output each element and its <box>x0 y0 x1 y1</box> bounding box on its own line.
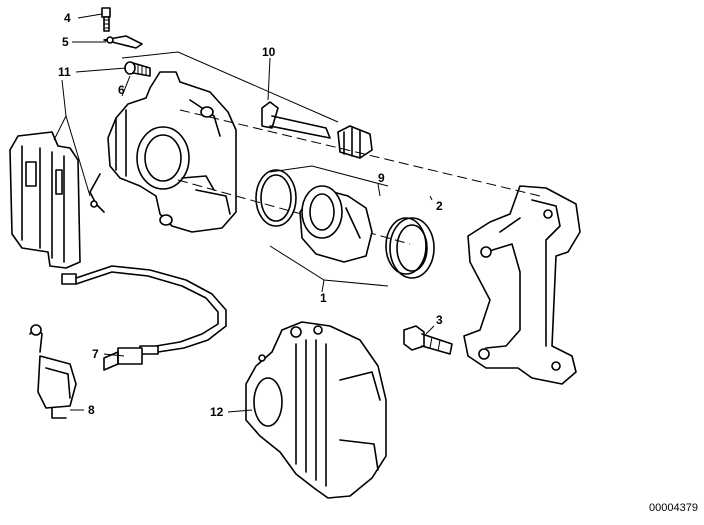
callout-9: 9 <box>378 171 385 185</box>
caliper-assembly <box>245 321 387 499</box>
guide-pin-assembly <box>261 101 373 159</box>
callout-8: 8 <box>88 403 95 417</box>
callout-3: 3 <box>436 313 443 327</box>
callout-7: 7 <box>92 347 99 361</box>
callout-10: 10 <box>262 45 276 59</box>
callout-6: 6 <box>118 83 125 97</box>
callout-1: 1 <box>320 291 327 305</box>
caliper-housing <box>107 71 237 233</box>
leader-lines-1-9 <box>269 165 389 293</box>
carrier-bolt <box>403 325 453 355</box>
document-number: 00004379 <box>649 502 698 514</box>
guide-screw <box>124 61 151 77</box>
anti-rattle-spring <box>89 173 105 213</box>
callout-2: 2 <box>436 199 443 213</box>
callout-11: 11 <box>58 65 71 79</box>
caliper-carrier <box>463 185 581 385</box>
dust-boot <box>385 217 435 279</box>
brake-piston <box>299 185 373 263</box>
wear-sensor-cable <box>61 265 227 371</box>
callout-12: 12 <box>210 405 224 419</box>
retaining-clip <box>103 35 143 49</box>
piston-seal <box>255 169 297 227</box>
sensor-holder <box>29 324 77 419</box>
callout-5: 5 <box>62 35 69 49</box>
brake-pad <box>9 131 81 269</box>
callout-4: 4 <box>64 11 71 25</box>
bleeder-screw <box>101 7 111 32</box>
leader-lines-10 <box>121 51 339 123</box>
callout-leaders <box>53 13 435 413</box>
